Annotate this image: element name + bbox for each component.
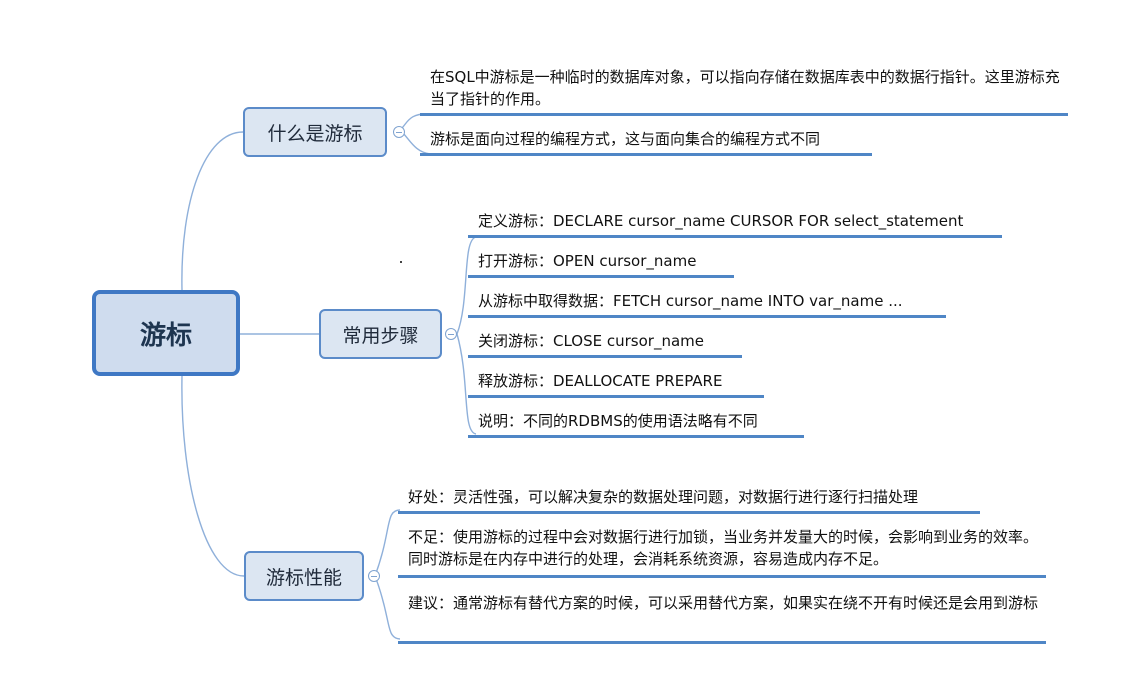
collapse-icon[interactable]: [445, 328, 457, 340]
connector-b3-group: [374, 509, 401, 640]
leaf-declare: 定义游标：DECLARE cursor_name CURSOR FOR sele…: [468, 210, 1002, 238]
leaf-deallocate: 释放游标：DEALLOCATE PREPARE: [468, 370, 764, 398]
leaf-text: 建议：通常游标有替代方案的时候，可以采用替代方案，如果实在绕不开有时候还是会用到…: [408, 594, 1039, 612]
leaf-pros: 好处：灵活性强，可以解决复杂的数据处理问题，对数据行进行逐行扫描处理: [398, 486, 980, 514]
leaf-text: 打开游标：OPEN cursor_name: [478, 252, 697, 270]
leaf-close: 关闭游标：CLOSE cursor_name: [468, 330, 742, 358]
leaf-text: 好处：灵活性强，可以解决复杂的数据处理问题，对数据行进行逐行扫描处理: [408, 488, 919, 506]
collapse-icon[interactable]: [393, 126, 405, 138]
connector-b2-group: [456, 236, 477, 435]
root-label: 游标: [139, 320, 192, 351]
leaf-text: 释放游标：DEALLOCATE PREPARE: [478, 372, 723, 390]
stray-dot: [400, 261, 402, 263]
leaf-text: 在SQL中游标是一种临时的数据库对象，可以指向存储在数据库表中的数据行指针。这里…: [430, 68, 1060, 108]
leaf-definition: 在SQL中游标是一种临时的数据库对象，可以指向存储在数据库表中的数据行指针。这里…: [420, 66, 1068, 116]
leaf-procedural: 游标是面向过程的编程方式，这与面向集合的编程方式不同: [420, 128, 872, 156]
leaf-text: 关闭游标：CLOSE cursor_name: [478, 332, 704, 350]
leaf-cons: 不足：使用游标的过程中会对数据行进行加锁，当业务并发量大的时候，会影响到业务的效…: [398, 526, 1046, 578]
branch-cursor-performance[interactable]: 游标性能: [244, 551, 364, 601]
leaf-note: 说明：不同的RDBMS的使用语法略有不同: [468, 410, 804, 438]
leaf-text: 从游标中取得数据：FETCH cursor_name INTO var_name…: [478, 292, 903, 310]
collapse-icon[interactable]: [368, 570, 380, 582]
leaf-advice: 建议：通常游标有替代方案的时候，可以采用替代方案，如果实在绕不开有时候还是会用到…: [398, 592, 1046, 644]
leaf-text: 说明：不同的RDBMS的使用语法略有不同: [478, 412, 758, 430]
branch-common-steps[interactable]: 常用步骤: [319, 309, 442, 359]
connector-root-b3: [181, 375, 245, 577]
root-node[interactable]: 游标: [92, 290, 240, 376]
leaf-text: 不足：使用游标的过程中会对数据行进行加锁，当业务并发量大的时候，会影响到业务的效…: [408, 528, 1039, 568]
branch-label: 什么是游标: [267, 122, 363, 145]
leaf-fetch: 从游标中取得数据：FETCH cursor_name INTO var_name…: [468, 290, 946, 318]
leaf-text: 游标是面向过程的编程方式，这与面向集合的编程方式不同: [430, 130, 821, 148]
branch-label: 游标性能: [265, 566, 342, 589]
leaf-text: 定义游标：DECLARE cursor_name CURSOR FOR sele…: [478, 212, 964, 230]
leaf-open: 打开游标：OPEN cursor_name: [468, 250, 734, 278]
branch-what-is-cursor[interactable]: 什么是游标: [243, 107, 387, 157]
connector-root-b1: [181, 131, 244, 291]
branch-label: 常用步骤: [342, 324, 419, 347]
